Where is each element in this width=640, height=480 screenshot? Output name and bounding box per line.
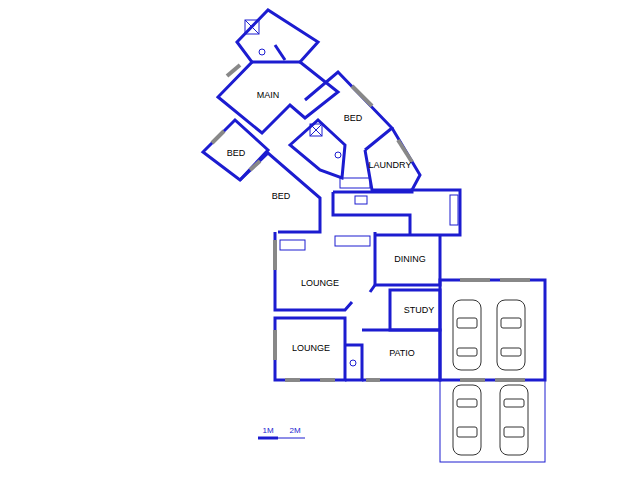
toilet [335,152,341,158]
room-label: MAIN [256,90,281,101]
wall [203,120,268,180]
window [273,330,277,360]
window [285,378,300,382]
driveway [440,380,545,462]
walls [203,10,545,380]
bath [340,178,370,188]
car [500,385,528,455]
toilet [259,49,265,55]
counter [450,195,458,225]
window [460,278,490,282]
wall [345,345,362,380]
shower [310,124,322,136]
window [250,161,260,170]
shower [245,20,259,34]
scale-text: 1M [261,426,274,436]
room-label: STUDY [403,305,436,316]
room-label: PATIO [388,348,416,359]
shower [245,20,259,34]
wall [362,330,440,380]
room-label: BED [343,113,364,124]
window [460,378,485,382]
wall [440,280,545,380]
wall [390,290,440,330]
wall [240,153,320,232]
wall [275,318,345,380]
scale-text: 2M [288,426,301,436]
window [352,86,372,106]
car [453,385,481,455]
window [273,240,277,270]
wall [290,120,345,178]
room-label: BED [271,191,292,202]
scale-bar [258,438,305,439]
window [212,131,224,143]
car [453,300,481,370]
room-label: LAUNDRY [368,160,413,171]
wall [370,285,375,292]
room-label: BED [226,148,247,159]
window [495,378,525,382]
windows [212,65,530,380]
cars [453,300,528,455]
shower [310,124,322,136]
wall [365,128,420,190]
wall [275,45,285,60]
window [398,140,412,162]
wall [305,72,392,150]
room-label: LOUNGE [291,343,331,354]
wall [252,61,300,64]
wall [333,190,460,235]
scale-line [258,437,278,440]
window [227,65,240,76]
window [320,378,335,382]
counter [335,236,370,246]
wall [275,232,352,310]
wall [333,192,410,235]
fixtures [245,20,458,366]
room-label: DINING [393,254,427,265]
sink [355,196,367,204]
window [500,278,530,282]
room-label: LOUNGE [300,278,340,289]
wall [375,232,440,285]
scale-line [258,438,305,439]
window [366,378,380,382]
car [497,300,525,370]
counter [280,240,305,250]
wall [218,10,338,133]
toilet [350,360,356,366]
